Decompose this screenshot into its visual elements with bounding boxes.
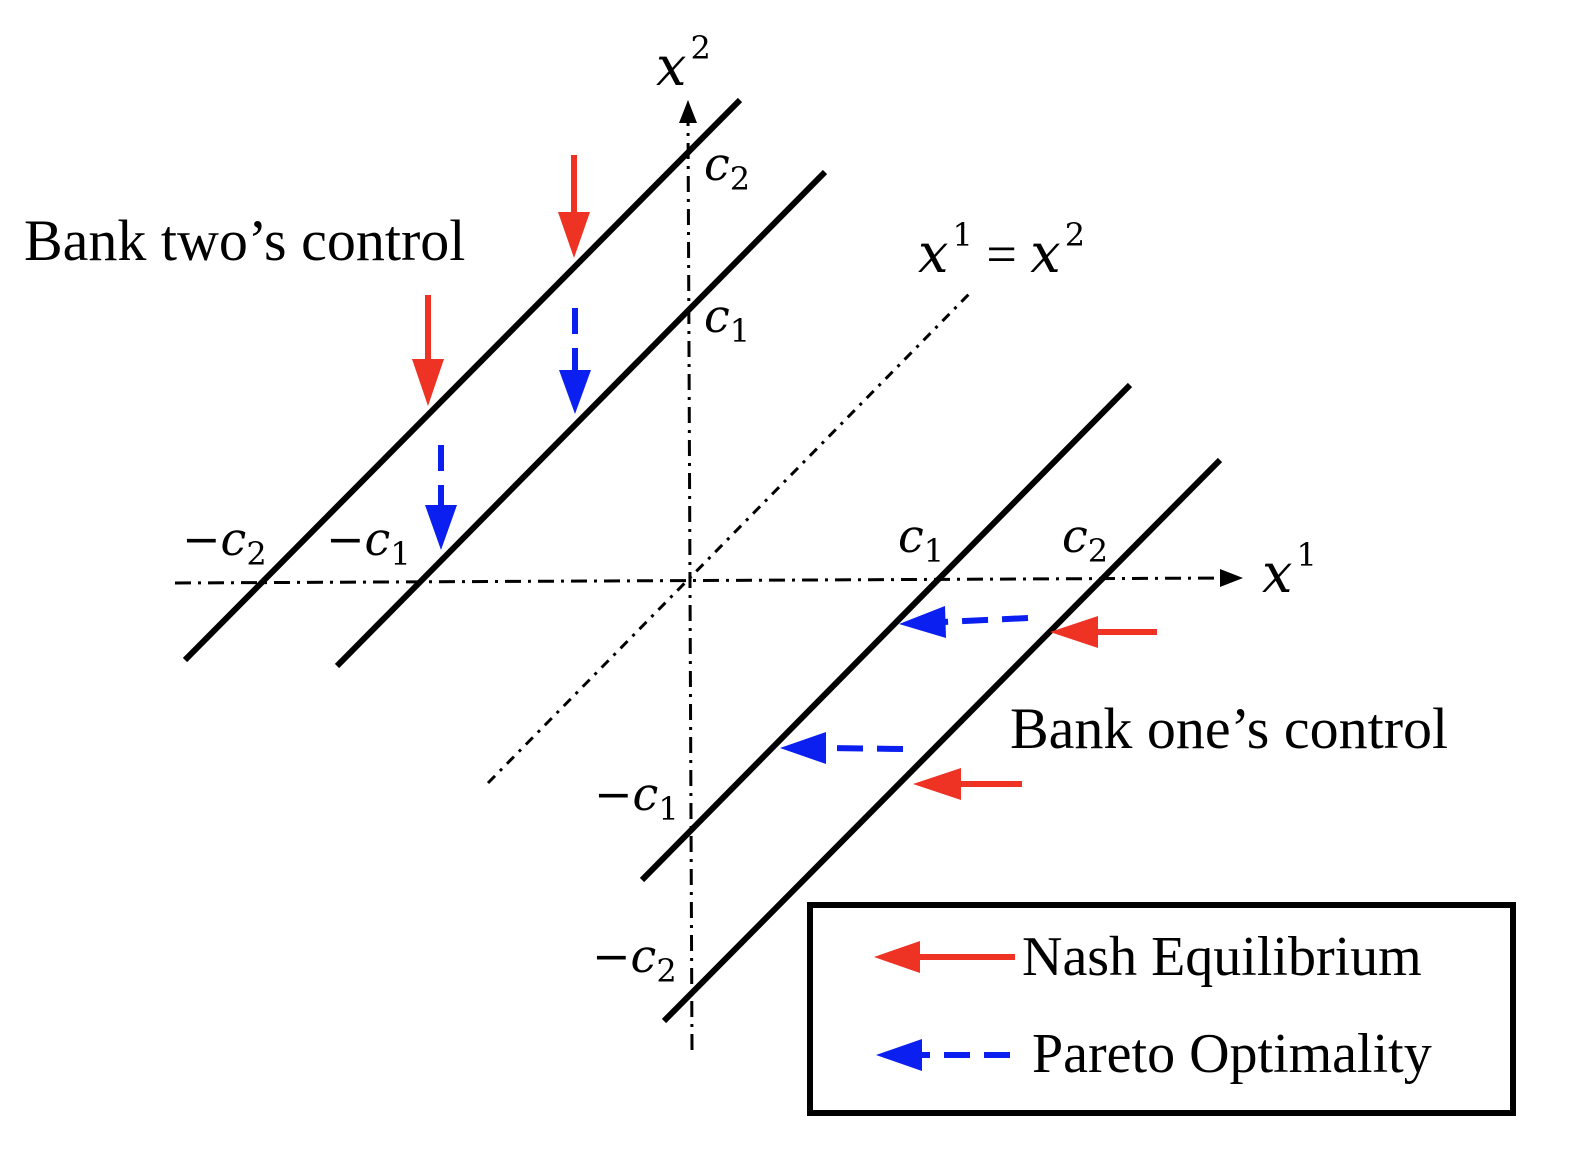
x-tick-c1: c1 (898, 509, 944, 570)
x-tick-c2: c2 (1062, 509, 1108, 570)
legend-nash-swatch (874, 941, 1015, 973)
boundary-line-c2-lower (661, 457, 1223, 1024)
y-tick-c1: c1 (704, 289, 750, 350)
y-axis (686, 117, 694, 1051)
legend-pareto-swatch (876, 1039, 1010, 1071)
bank-one-nash-arrow-1 (1050, 616, 1157, 648)
bank-one-pareto-arrow-1 (899, 606, 1029, 638)
bank-two-nash-arrow-2 (412, 295, 444, 406)
y-tick-neg-c1: −c1 (594, 767, 679, 828)
bank-two-control-label: Bank two’s control (24, 208, 465, 273)
bank-one-pareto-arrow-2 (780, 732, 904, 764)
bank-two-pareto-arrow-1 (559, 308, 591, 414)
legend-pareto-label: Pareto Optimality (1032, 1023, 1432, 1085)
bank-one-control-label: Bank one’s control (1010, 696, 1448, 761)
x-tick-neg-c1: −c1 (326, 512, 411, 573)
x-tick-neg-c2: −c2 (182, 512, 267, 573)
y-axis-arrowhead (679, 100, 697, 123)
legend-nash-label: Nash Equilibrium (1022, 926, 1422, 988)
y-tick-neg-c2: −c2 (592, 929, 677, 990)
x-axis-arrowhead (1220, 569, 1243, 587)
diagonal-line (486, 291, 972, 785)
boundary-line-c2-upper (182, 97, 743, 663)
boundary-line-c1-upper (334, 169, 828, 669)
bank-two-nash-arrow-1 (558, 155, 590, 258)
bank-one-nash-arrow-2 (913, 768, 1022, 800)
bank-two-pareto-arrow-2 (425, 445, 457, 550)
boundary-line-c1-lower (639, 382, 1133, 883)
x-axis (174, 576, 1229, 585)
legend: Nash Equilibrium Pareto Optimality (807, 902, 1516, 1116)
y-tick-c2: c2 (704, 137, 750, 198)
legend-box (807, 902, 1516, 1116)
